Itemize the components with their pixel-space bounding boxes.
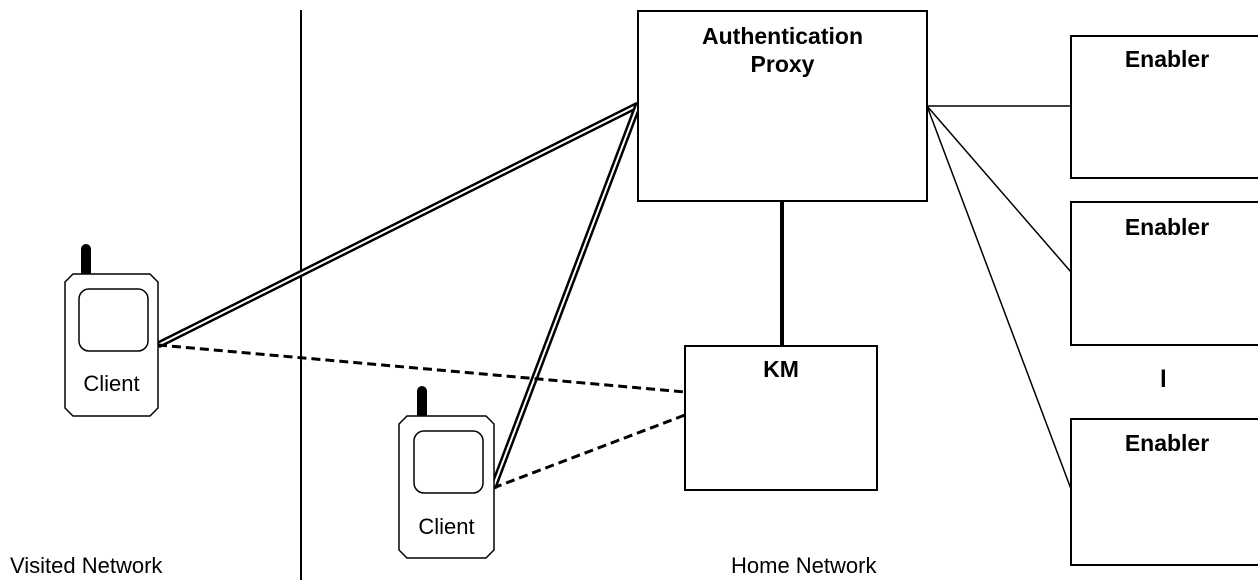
km-title: KM — [763, 356, 799, 382]
enabler-box-3: Enabler — [1070, 418, 1258, 566]
dashed-link-client1-km — [157, 343, 686, 394]
enabler-title: Enabler — [1124, 46, 1210, 72]
client-label: Client — [83, 371, 140, 396]
authentication-proxy-title-line1: Authentication — [702, 23, 863, 49]
link-auth-proxy-enabler-3 — [926, 105, 1072, 490]
enabler-title: Enabler — [1124, 430, 1210, 456]
visited-network-label: Visited Network — [10, 553, 163, 578]
link-client2-auth-proxy — [489, 103, 642, 490]
enabler-box-1: Enabler — [1070, 35, 1258, 179]
dashed-link-client2-km — [492, 413, 686, 490]
enabler-ellipsis: l — [1160, 366, 1167, 393]
client-phone-icon — [64, 244, 159, 417]
client-label: Client — [418, 514, 475, 539]
enabler-box-2: Enabler — [1070, 201, 1258, 346]
link-client1-auth-proxy — [156, 101, 640, 349]
client-phone-icon — [398, 386, 495, 559]
enabler-title: Enabler — [1124, 214, 1210, 240]
home-network-label: Home Network — [731, 553, 877, 578]
authentication-proxy-title-line2: Proxy — [750, 51, 815, 77]
authentication-proxy-box: Authentication Proxy — [637, 10, 928, 202]
km-box: KM — [684, 345, 878, 491]
link-auth-proxy-enabler-2 — [926, 105, 1072, 273]
